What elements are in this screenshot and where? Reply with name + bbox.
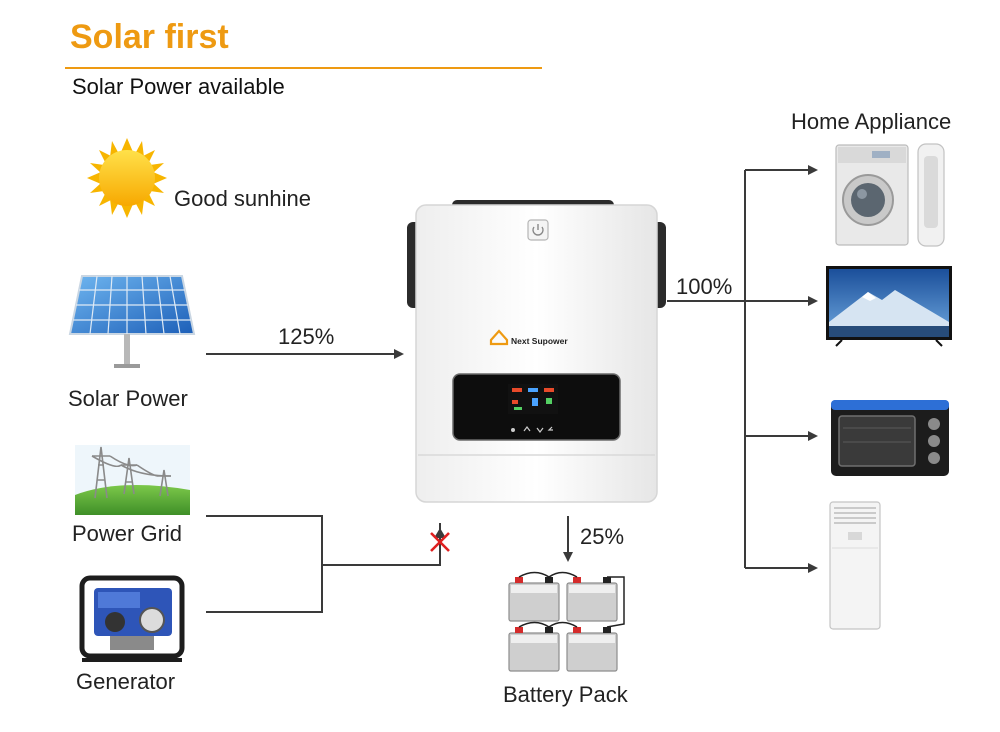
toaster-oven-icon: [831, 400, 949, 476]
inverter-icon: [407, 200, 666, 503]
battery-pack-icon: [508, 571, 625, 672]
solar-panel-icon: [68, 275, 196, 368]
home-appliance-label: Home Appliance: [791, 109, 951, 134]
blocked-x-icon: [430, 532, 450, 552]
power-grid-label: Power Grid: [72, 521, 182, 546]
battery-flow-percent: 25%: [580, 524, 624, 549]
power-grid-icon: [75, 445, 190, 515]
battery-pack-label: Battery Pack: [503, 682, 629, 707]
page-subtitle: Solar Power available: [72, 74, 285, 99]
television-icon: [826, 266, 952, 347]
title-underline: [65, 67, 542, 69]
air-conditioner-icon: [829, 501, 881, 630]
page-title: Solar first: [70, 18, 229, 56]
grid-generator-feed-line: [206, 515, 441, 613]
generator-icon: [79, 575, 185, 662]
generator-label: Generator: [76, 669, 175, 694]
appliance-flow-percent: 100%: [676, 274, 732, 299]
solar-flow-percent: 125%: [278, 324, 334, 349]
sun-icon: [87, 138, 167, 218]
tower-fan-icon: [917, 143, 945, 247]
appliance-feed-lines: [667, 170, 746, 568]
washing-machine-icon: [835, 144, 909, 246]
solar-power-label: Solar Power: [68, 386, 188, 411]
grid-feed-arrowhead: [434, 528, 446, 538]
sun-label: Good sunhine: [174, 186, 311, 211]
inverter-brand: Next Supower: [511, 336, 568, 346]
